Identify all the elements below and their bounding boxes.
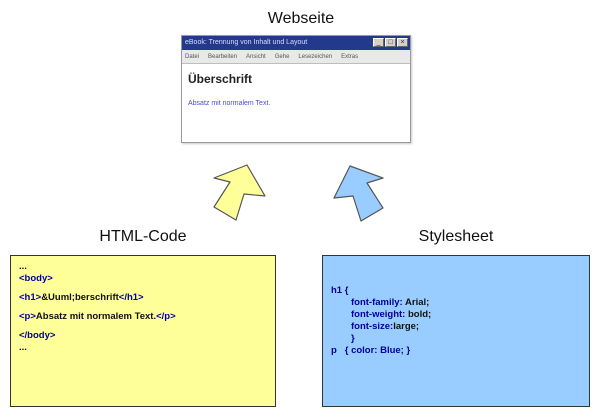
- css-prop-font-size: font-size:: [351, 321, 394, 332]
- css-val-font-size: large;: [393, 321, 420, 332]
- menu-item-bookmarks[interactable]: Lesezeichen: [298, 53, 333, 60]
- html-line-ellipsis-bottom: ...: [19, 342, 27, 353]
- css-val-font-family: Arial;: [402, 297, 430, 308]
- html-line-ellipsis-top: ...: [19, 261, 27, 272]
- browser-title: eBook: Trennung von Inhalt und Layout: [185, 39, 308, 46]
- p-text: Absatz mit normalem Text.: [35, 311, 157, 322]
- h1-text: &Uuml;berschrift: [41, 292, 119, 303]
- browser-paragraph: Absatz mit normalem Text.: [188, 100, 271, 107]
- css-line-h1-open: h1 {: [331, 285, 349, 296]
- css-line-font-family: font-family: Arial;: [331, 297, 581, 309]
- p-open-tag: <p>: [19, 311, 36, 322]
- h1-close-tag: </h1>: [118, 292, 144, 303]
- html-line-p: <p>Absatz mit normalem Text.</p>: [19, 311, 267, 323]
- browser-menu-bar: Datei Bearbeiten Ansicht Gehe Lesezeiche…: [182, 50, 410, 64]
- css-line-h1-close: }: [351, 333, 355, 344]
- html-line-body-open: <body>: [19, 273, 53, 284]
- browser-title-bar: eBook: Trennung von Inhalt und Layout _ …: [182, 36, 410, 50]
- h1-open-tag: <h1>: [19, 292, 42, 303]
- html-code-box: ... <body> <h1>&Uuml;berschrift</h1> <p>…: [10, 255, 276, 407]
- browser-window: eBook: Trennung von Inhalt und Layout _ …: [181, 35, 411, 143]
- css-line-font-weight: font-weight: bold;: [331, 309, 581, 321]
- menu-item-file[interactable]: Datei: [185, 53, 200, 60]
- stylesheet-label: Stylesheet: [418, 228, 494, 245]
- css-prop-font-weight: font-weight:: [351, 309, 406, 320]
- menu-item-view[interactable]: Ansicht: [246, 53, 266, 60]
- maximize-icon[interactable]: □: [385, 38, 396, 47]
- stylesheet-to-webpage-arrow: [333, 165, 384, 222]
- p-close-tag: </p>: [156, 311, 176, 322]
- browser-heading: Überschrift: [188, 72, 253, 86]
- css-rule-p: { color: Blue; }: [336, 345, 411, 356]
- close-icon[interactable]: ×: [397, 38, 408, 47]
- css-line-font-size: font-size:large;: [331, 321, 581, 333]
- minimize-icon[interactable]: _: [373, 38, 384, 47]
- html-line-body-close: </body>: [19, 330, 56, 341]
- css-val-font-weight: bold;: [405, 309, 432, 320]
- html-line-h1: <h1>&Uuml;berschrift</h1>: [19, 292, 267, 304]
- stylesheet-box: h1 { font-family: Arial; font-weight: bo…: [322, 255, 590, 407]
- menu-item-tools[interactable]: Extras: [341, 53, 359, 60]
- menu-item-go[interactable]: Gehe: [274, 53, 290, 60]
- css-selector-p: p: [331, 345, 337, 356]
- html-to-webpage-arrow: [213, 164, 266, 221]
- webpage-label: Webseite: [267, 10, 335, 27]
- html-code-label: HTML-Code: [99, 228, 187, 245]
- css-line-p-rule: p { color: Blue; }: [331, 345, 581, 357]
- css-prop-font-family: font-family:: [351, 297, 403, 308]
- menu-item-edit[interactable]: Bearbeiten: [208, 53, 238, 60]
